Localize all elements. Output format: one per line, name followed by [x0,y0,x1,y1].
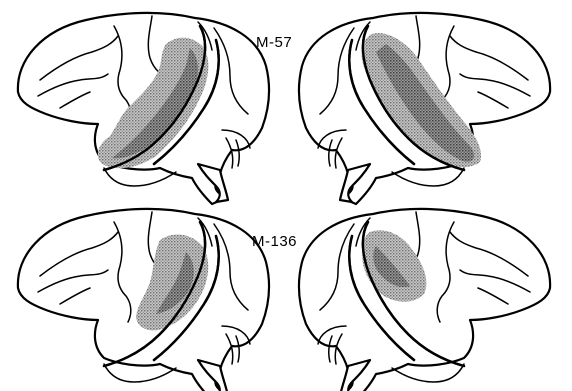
case-label-m136: M-136 [252,233,297,250]
panel-m57-right-hemisphere [299,13,550,204]
case-label-m57: M-57 [256,34,292,51]
panel-m136-right-hemisphere [299,209,550,391]
panel-m57-left-hemisphere [18,13,269,204]
panel-m136-left-hemisphere [18,209,269,391]
